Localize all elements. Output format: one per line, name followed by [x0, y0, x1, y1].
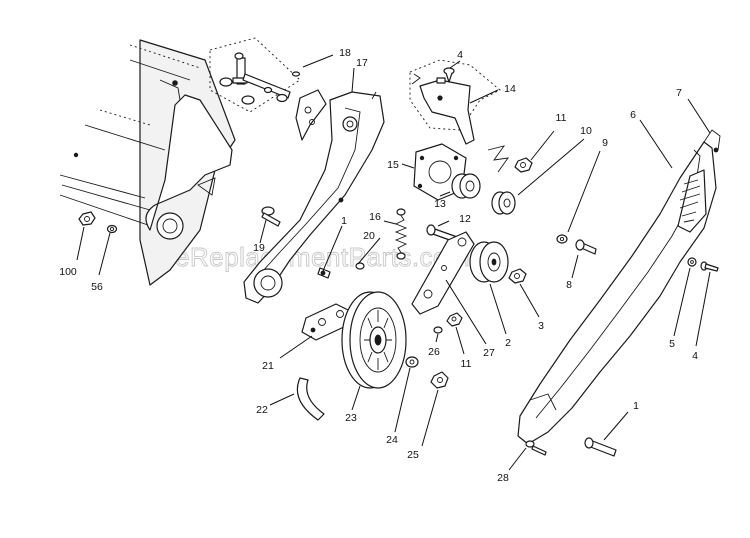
callout-labels: 18 17 4 14 7 6 11 10 9 15 13 16 12 20 1 …: [59, 47, 698, 484]
screw-28: [525, 440, 547, 456]
washer-24: [405, 356, 419, 368]
spring-16: [394, 208, 408, 260]
callout-11-upper: 11: [556, 112, 567, 124]
side-plate-17: [243, 91, 385, 304]
callout-25: 25: [407, 449, 419, 461]
callout-4-upper: 4: [457, 49, 463, 61]
bracket-14: [409, 59, 501, 145]
idler-pulley-2: [469, 241, 509, 283]
break-line-2: [411, 73, 421, 85]
callout-28: 28: [497, 472, 509, 484]
callout-9: 9: [602, 137, 608, 149]
callout-21: 21: [262, 360, 274, 372]
callout-11-lower: 11: [461, 358, 472, 370]
callout-100: 100: [59, 266, 77, 278]
bolt-8: [575, 239, 597, 255]
callout-20: 20: [363, 230, 375, 242]
callout-12: 12: [459, 213, 471, 225]
bracket-17b: [295, 89, 327, 141]
callout-4-lower: 4: [692, 350, 698, 362]
callout-18: 18: [339, 47, 351, 59]
drive-pulley-23: [341, 291, 407, 389]
callout-22: 22: [256, 404, 268, 416]
callout-16: 16: [369, 211, 381, 223]
spacer-20: [355, 262, 365, 270]
bolt-1-lower: [584, 437, 617, 457]
washer-56: [106, 224, 118, 234]
callout-10: 10: [580, 125, 592, 137]
callout-27: 27: [483, 347, 495, 359]
watermark-text: eReplacementParts.com: [175, 242, 470, 272]
bearing-13: [451, 173, 481, 199]
screw-19: [261, 206, 281, 227]
frame-housing: [59, 39, 236, 286]
callout-13: 13: [434, 198, 446, 210]
callout-2: 2: [505, 337, 511, 349]
stud-assembly-18: [209, 37, 301, 113]
idler-arm-27: [411, 231, 475, 315]
callout-26: 26: [428, 346, 440, 358]
callout-56: 56: [91, 281, 103, 293]
washer-9: [556, 234, 568, 244]
washer-26: [433, 326, 443, 334]
nut-11-upper: [514, 157, 533, 173]
belt-cover-6: [517, 129, 721, 445]
screw-4-lower: [700, 261, 719, 272]
callout-8: 8: [566, 279, 572, 291]
callout-17: 17: [356, 57, 368, 69]
callout-6: 6: [630, 109, 636, 121]
callout-24: 24: [386, 434, 398, 446]
callout-5: 5: [669, 338, 675, 350]
callout-23: 23: [345, 412, 357, 424]
callout-1-upper: 1: [341, 215, 347, 227]
nut-3: [508, 268, 527, 284]
callout-7: 7: [676, 87, 682, 99]
callout-3: 3: [538, 320, 544, 332]
nut-100: [78, 211, 96, 226]
callout-14: 14: [504, 83, 516, 95]
nut-11-lower: [446, 312, 463, 327]
pulley-10: [491, 191, 516, 215]
screw-4-upper: [443, 67, 455, 83]
callout-1-lower: 1: [633, 400, 639, 412]
nut-25: [430, 371, 449, 389]
callout-19: 19: [253, 242, 265, 254]
callout-15: 15: [387, 159, 399, 171]
break-line-1: [487, 145, 509, 173]
belt-22: [296, 377, 325, 421]
washer-5: [687, 257, 697, 267]
leader-lines: [76, 54, 711, 471]
